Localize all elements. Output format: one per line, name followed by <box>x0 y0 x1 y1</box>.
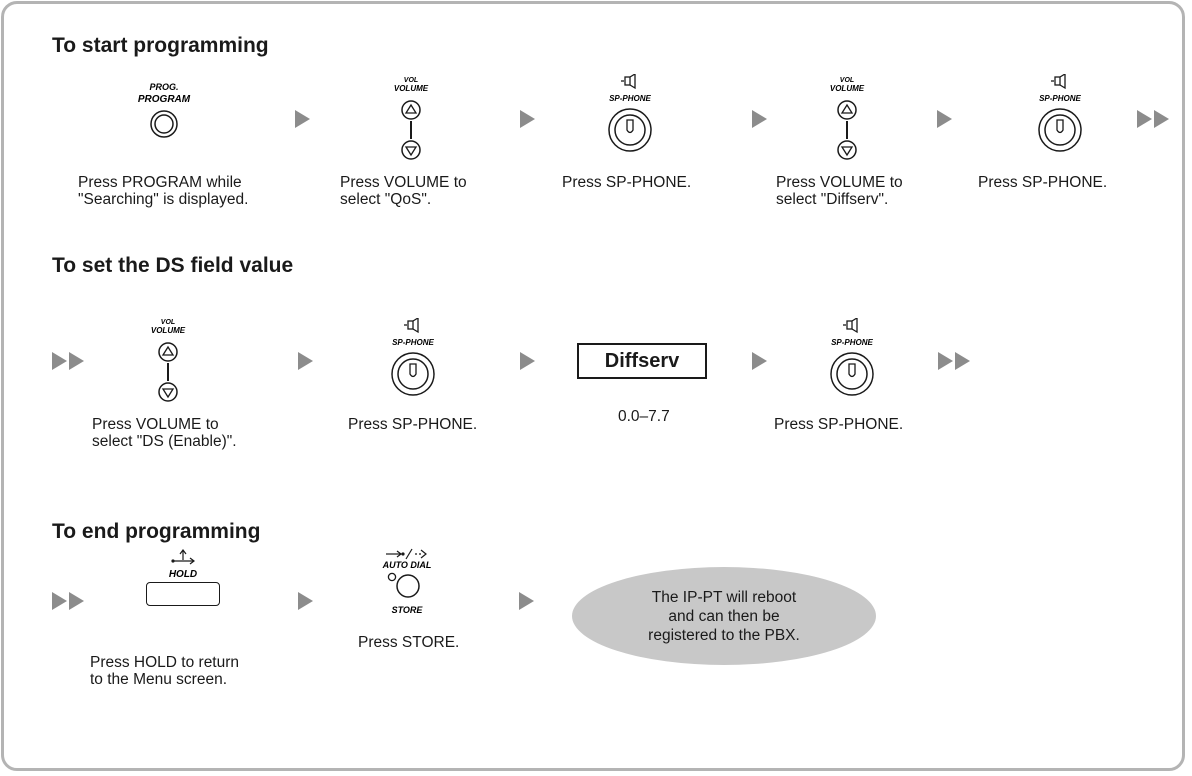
hold-symbol-icon: HOLD <box>169 549 197 580</box>
continue-arrow <box>938 352 972 370</box>
step-arrow <box>752 352 767 370</box>
volume-key-icon: VOL VOLUME <box>394 77 429 160</box>
step-arrow <box>295 110 310 128</box>
sp-phone-key-icon: SP-PHONE <box>830 318 874 396</box>
svg-text:HOLD: HOLD <box>169 569 197 580</box>
step-caption-sp-phone: Press SP-PHONE. <box>348 416 478 433</box>
svg-text:SP-PHONE: SP-PHONE <box>1039 94 1081 103</box>
volume-key-icon: VOL VOLUME <box>830 77 865 160</box>
svg-text:VOL: VOL <box>404 77 418 84</box>
step-caption-program: Press PROGRAM while"Searching" is displa… <box>78 174 249 208</box>
store-key-icon: AUTO DIAL STORE <box>382 548 432 615</box>
svg-text:VOLUME: VOLUME <box>151 326 186 335</box>
program-key-icon: PROG. PROGRAM <box>138 82 191 138</box>
hold-key-icon <box>146 582 220 606</box>
svg-text:SP-PHONE: SP-PHONE <box>609 94 651 103</box>
step-arrow <box>752 110 767 128</box>
section-title-ds: To set the DS field value <box>52 254 294 277</box>
svg-text:PROGRAM: PROGRAM <box>138 94 191 105</box>
range-caption: 0.0–7.7 <box>618 408 670 425</box>
continue-arrow <box>1137 110 1171 128</box>
display-diffserv: Diffserv <box>577 343 707 379</box>
svg-text:STORE: STORE <box>392 605 424 615</box>
step-arrow <box>937 110 952 128</box>
svg-text:VOL: VOL <box>161 319 175 326</box>
step-arrow <box>519 592 534 610</box>
step-arrow <box>520 110 535 128</box>
svg-text:AUTO DIAL: AUTO DIAL <box>382 560 432 570</box>
step-arrow <box>298 352 313 370</box>
step-caption-store: Press STORE. <box>358 634 460 651</box>
svg-text:VOLUME: VOLUME <box>830 84 865 93</box>
step-arrow <box>298 592 313 610</box>
step-arrow <box>520 352 535 370</box>
section-title-start: To start programming <box>52 34 269 57</box>
svg-text:SP-PHONE: SP-PHONE <box>831 338 873 347</box>
sp-phone-key-icon: SP-PHONE <box>1038 74 1082 152</box>
volume-key-icon: VOL VOLUME <box>151 319 186 402</box>
step-caption-sp-phone: Press SP-PHONE. <box>774 416 904 433</box>
step-caption-sp-phone: Press SP-PHONE. <box>978 174 1108 191</box>
sp-phone-key-icon: SP-PHONE <box>391 318 435 396</box>
sp-phone-key-icon: SP-PHONE <box>608 74 652 152</box>
svg-text:VOLUME: VOLUME <box>394 84 429 93</box>
svg-text:VOL: VOL <box>840 77 854 84</box>
continue-arrow <box>52 352 86 370</box>
svg-text:PROG.: PROG. <box>149 82 178 92</box>
section-title-end: To end programming <box>52 520 261 543</box>
svg-text:SP-PHONE: SP-PHONE <box>392 338 434 347</box>
continue-arrow <box>52 592 86 610</box>
step-caption-sp-phone: Press SP-PHONE. <box>562 174 692 191</box>
